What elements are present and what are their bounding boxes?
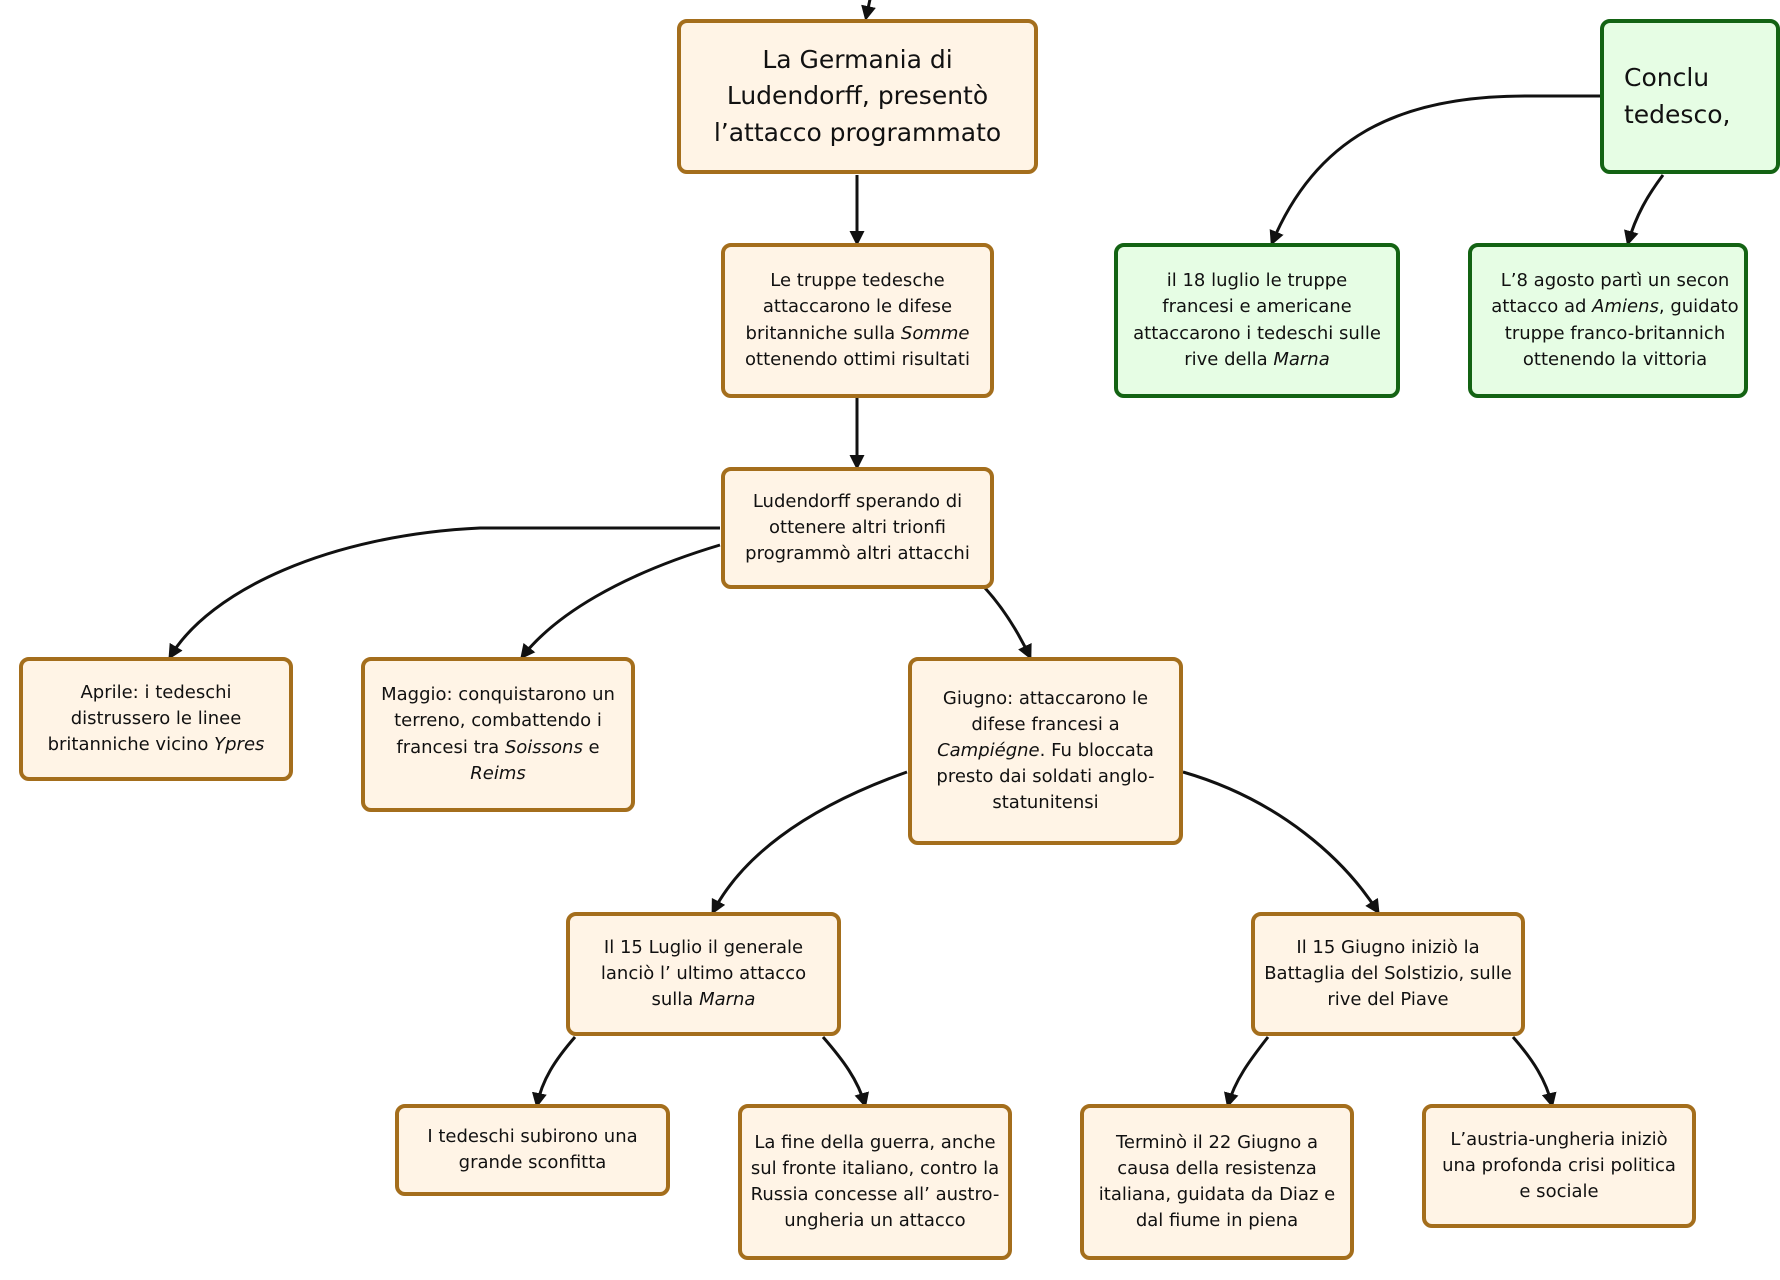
node-text: L’austria-ungheria iniziò una profonda c… — [1440, 1127, 1678, 1205]
node-text: Giugno: attaccarono le difese francesi a… — [924, 686, 1167, 816]
node-july15[interactable]: Il 15 Luglio il generale lanciò l’ ultim… — [566, 912, 841, 1036]
link-july15-to-endwar — [821, 1036, 869, 1108]
node-text-segment: Soissons — [504, 736, 583, 758]
link-july15-to-defeat — [532, 1036, 577, 1108]
node-austria-crisis[interactable]: L’austria-ungheria iniziò una profonda c… — [1422, 1104, 1696, 1228]
link-ludendorff-to-april — [168, 526, 720, 660]
node-text: La Germania di Ludendorff, presentò l’at… — [705, 42, 1010, 151]
node-text-segment: ottenendo ottimi risultati — [745, 348, 970, 370]
node-ludendorff-hope[interactable]: Ludendorff sperando di ottenere altri tr… — [721, 467, 994, 589]
node-june[interactable]: Giugno: attaccarono le difese francesi a… — [908, 657, 1183, 845]
node-conclusion[interactable]: Conclu tedesco, — [1600, 19, 1780, 174]
node-text: Terminò il 22 Giugno a causa della resis… — [1094, 1130, 1340, 1234]
node-text-segment: Giugno: attaccarono le difese francesi a — [942, 687, 1149, 735]
node-text-segment: , guidato truppe franco-britannich otten… — [1504, 296, 1739, 370]
node-text-segment: Marna — [699, 989, 756, 1011]
node-text: Ludendorff sperando di ottenere altri tr… — [743, 489, 972, 567]
link-conclusion-to-aug8 — [1624, 174, 1665, 246]
node-june15[interactable]: Il 15 Giugno iniziò la Battaglia del Sol… — [1251, 912, 1525, 1036]
node-text: Aprile: i tedeschi distrussero le linee … — [35, 680, 277, 758]
node-april[interactable]: Aprile: i tedeschi distrussero le linee … — [19, 657, 293, 781]
node-text-segment: Aprile: i tedeschi distrussero le linee … — [47, 681, 242, 756]
node-text-segment: L’austria-ungheria iniziò una profonda c… — [1442, 1128, 1676, 1203]
node-text-segment: Terminò il 22 Giugno a causa della resis… — [1098, 1131, 1336, 1232]
node-text-segment: Il 15 Giugno iniziò la Battaglia del Sol… — [1264, 936, 1512, 1011]
link-june15-to-austria — [1511, 1036, 1557, 1108]
node-text-segment: Ypres — [214, 734, 265, 756]
node-defeat[interactable]: I tedeschi subirono una grande sconfitta — [395, 1104, 670, 1196]
node-text: I tedeschi subirono una grande sconfitta — [405, 1124, 660, 1176]
node-text: il 18 luglio le truppe francesi e americ… — [1130, 268, 1384, 372]
node-text-segment: L’8 agosto partì un secon attacco ad — [1491, 270, 1730, 318]
node-text: Il 15 Luglio il generale lanciò l’ ultim… — [578, 935, 829, 1013]
connector-layer — [168, 0, 1665, 1108]
link-june-to-june15 — [1182, 770, 1380, 915]
node-text-segment: La Germania di Ludendorff, presentò l’at… — [713, 45, 1002, 147]
link-top-to-germany — [861, 0, 876, 21]
node-text-segment: Amiens — [1592, 296, 1659, 318]
node-text-segment: Maggio: conquistarono un terreno, combat… — [381, 684, 615, 758]
link-june15-to-june22 — [1224, 1036, 1270, 1108]
node-text-segment: Reims — [470, 762, 526, 784]
link-june-to-july15 — [711, 770, 908, 915]
node-may[interactable]: Maggio: conquistarono un terreno, combat… — [361, 657, 635, 812]
mind-map-canvas: La Germania di Ludendorff, presentò l’at… — [19, 0, 1780, 1260]
node-text-segment: Campiégne — [937, 739, 1040, 761]
node-text-segment: La fine della guerra, anche sul fronte i… — [750, 1131, 1000, 1232]
link-ludendorff-to-june — [983, 586, 1032, 660]
node-text-segment: Il 15 Luglio il generale lanciò l’ ultim… — [600, 936, 807, 1011]
node-end-war[interactable]: La fine della guerra, anche sul fronte i… — [738, 1104, 1012, 1260]
node-text-segment: Marna — [1273, 348, 1330, 370]
node-text-segment: Le truppe tedesche attaccarono le difese… — [745, 270, 953, 344]
node-text-segment: . Fu bloccata presto dai soldati anglo-s… — [936, 739, 1155, 814]
link-ludendorff-to-may — [520, 543, 721, 660]
node-june22[interactable]: Terminò il 22 Giugno a causa della resis… — [1080, 1104, 1354, 1260]
node-text: Il 15 Giugno iniziò la Battaglia del Sol… — [1263, 935, 1513, 1013]
node-text: Le truppe tedesche attaccarono le difese… — [743, 268, 972, 372]
node-text-segment: Somme — [900, 322, 970, 344]
node-somme[interactable]: Le truppe tedesche attaccarono le difese… — [721, 243, 994, 398]
node-text-segment: il 18 luglio le truppe francesi e americ… — [1133, 270, 1381, 370]
node-text-segment: e — [582, 736, 600, 758]
node-text: La fine della guerra, anche sul fronte i… — [750, 1130, 1000, 1234]
node-text: Conclu tedesco, — [1624, 60, 1730, 133]
node-text-segment: Conclu — [1624, 63, 1710, 93]
node-text-segment: I tedeschi subirono una grande sconfitta — [427, 1125, 638, 1173]
node-text: Maggio: conquistarono un terreno, combat… — [377, 682, 619, 786]
node-germany[interactable]: La Germania di Ludendorff, presentò l’at… — [677, 19, 1038, 174]
node-text-segment: tedesco, — [1624, 99, 1731, 129]
node-text-segment: Ludendorff sperando di ottenere altri tr… — [745, 490, 970, 565]
node-text: L’8 agosto partì un secon attacco ad Ami… — [1486, 268, 1744, 372]
node-aug8[interactable]: L’8 agosto partì un secon attacco ad Ami… — [1468, 243, 1748, 398]
node-july18[interactable]: il 18 luglio le truppe francesi e americ… — [1114, 243, 1400, 398]
link-conclusion-to-july18 — [1269, 94, 1600, 246]
